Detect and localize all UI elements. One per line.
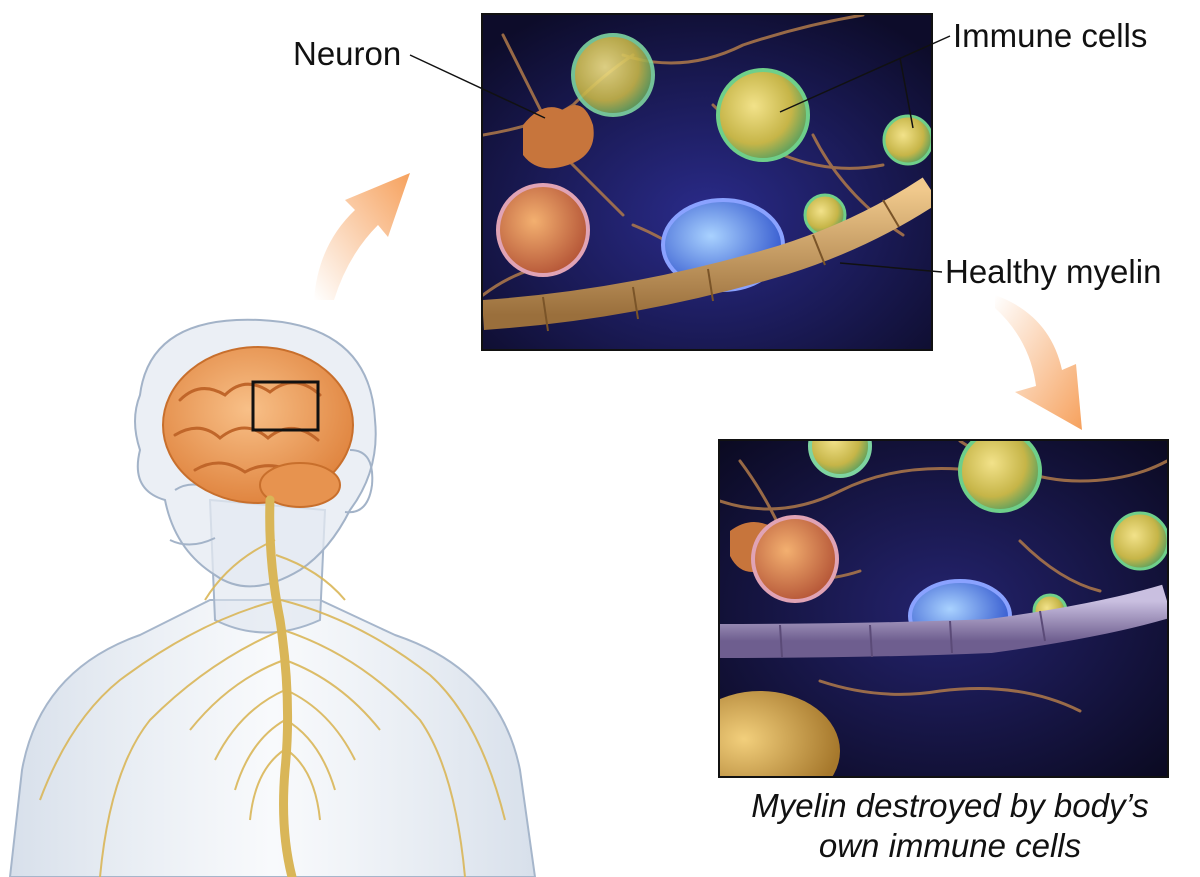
immune-cell bbox=[751, 515, 839, 603]
immune-cell bbox=[716, 68, 810, 162]
neuron-leader-line bbox=[409, 54, 546, 119]
human-figure bbox=[8, 318, 537, 877]
healthy-nerve-panel bbox=[481, 13, 933, 351]
figure-caption: Myelin destroyed by body’s own immune ce… bbox=[700, 786, 1200, 866]
caption-line-2: own immune cells bbox=[818, 827, 1082, 864]
damaged-nerve-panel bbox=[718, 439, 1169, 778]
immune-cell bbox=[496, 183, 590, 277]
healthy-myelin-label: Healthy myelin bbox=[945, 253, 1162, 290]
immune-cell bbox=[1110, 511, 1167, 571]
caption-line-1: Myelin destroyed by body’s bbox=[751, 787, 1149, 824]
healthy-myelin-leader-line bbox=[839, 262, 943, 273]
curved-arrow-icon bbox=[314, 173, 410, 300]
ear-outline bbox=[344, 449, 374, 514]
immune-cell bbox=[571, 33, 655, 117]
immune-cell bbox=[958, 441, 1042, 513]
immune-cells-leader-line bbox=[779, 35, 951, 113]
immune-cell bbox=[882, 114, 931, 166]
neuron-cell bbox=[523, 105, 594, 169]
peripheral-nerves bbox=[39, 539, 506, 877]
healthy-myelin-sheath bbox=[483, 177, 931, 332]
spinal-cord bbox=[265, 495, 297, 877]
zoom-region-box bbox=[251, 380, 320, 432]
curved-arrow-icon bbox=[995, 295, 1082, 430]
damaged-myelin-sheath bbox=[720, 584, 1167, 658]
immune-cell bbox=[808, 441, 872, 478]
immune-cells-leader-line bbox=[899, 57, 914, 129]
neuron-cell-body bbox=[720, 691, 840, 776]
neuron-label: Neuron bbox=[293, 35, 402, 72]
immune-cells-label: Immune cells bbox=[953, 17, 1148, 54]
cerebellum bbox=[259, 462, 341, 508]
